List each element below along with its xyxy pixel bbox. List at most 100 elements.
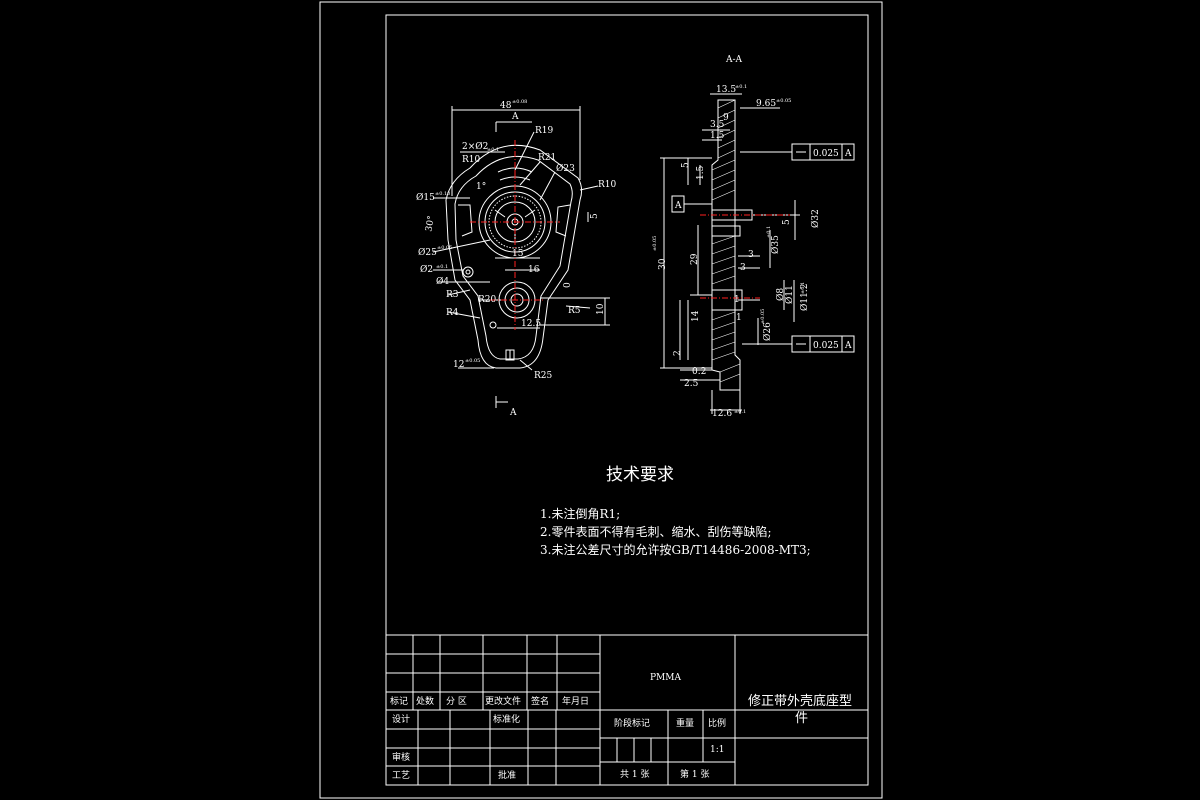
dim-d35: Ø35 — [770, 235, 781, 254]
dim-3a: 3 — [748, 250, 754, 260]
tol-value-2: 0.025 — [813, 341, 839, 351]
dim-d15-tol: ±0.10 — [435, 191, 450, 197]
header-date: 年月日 — [562, 695, 589, 707]
dim-d26-tol: ±0.05 — [760, 309, 766, 324]
leader — [579, 185, 599, 191]
dim-d8: Ø8 — [775, 288, 786, 301]
front-inner-contour — [454, 155, 573, 360]
sheets-total: 共 1 张 — [620, 769, 649, 780]
dim-d5: 5 — [782, 219, 792, 225]
dim-1-5b: 1.5 — [696, 165, 706, 180]
header-change-doc: 更改文件 — [485, 695, 521, 707]
material: PMMA — [650, 673, 681, 683]
dim-r5: R5 — [568, 306, 581, 316]
section-centerlines — [700, 214, 790, 299]
datum-a: A — [674, 201, 682, 211]
dim-r25: R25 — [534, 371, 553, 381]
header-signature: 签名 — [531, 695, 549, 707]
front-view-labels: 48 ±0.08 A R19 2×Ø2 ±0.1 R10 R21 Ø23 R10… — [416, 99, 617, 418]
spoke — [524, 209, 536, 218]
dim-width-tol: ±0.08 — [512, 99, 527, 105]
leader — [514, 131, 535, 171]
dim-d2-tol: ±0.1 — [436, 264, 448, 270]
dim-3-5: 3.5 — [710, 120, 725, 130]
small-hole — [465, 269, 471, 275]
tol-datum-2: A — [844, 341, 852, 351]
label-stage: 阶段标记 — [614, 717, 650, 729]
front-centerlines — [470, 140, 560, 330]
dim-12: 12 — [453, 360, 464, 370]
dim-14: 14 — [691, 310, 701, 322]
requirement-item-1: 1.未注倒角R1; — [540, 506, 620, 521]
dim-9-65-tol: ±0.05 — [776, 98, 791, 104]
small-hole — [462, 266, 474, 278]
dim-0-2: 0.2 — [692, 367, 706, 377]
dim-d32: Ø32 — [810, 209, 821, 228]
inner-frame — [385, 14, 869, 786]
dim-r21: R21 — [538, 153, 556, 163]
header-mark: 标记 — [390, 695, 408, 707]
label-approve: 批准 — [498, 769, 516, 781]
dim-d11-2: Ø11.2 — [799, 284, 810, 311]
dim-1-5: 1.5 — [710, 131, 725, 141]
label-design: 设计 — [392, 713, 410, 725]
dim-13-5: 13.5 — [716, 85, 736, 95]
section-mark-bottom: A — [509, 408, 517, 418]
sheet-number: 第 1 张 — [680, 768, 709, 780]
dim-9: 9 — [723, 113, 729, 123]
dim-r10a: R10 — [462, 155, 481, 165]
dim-d15: Ø15 — [416, 192, 435, 203]
requirement-item-2: 2.零件表面不得有毛刺、缩水、刮伤等缺陷; — [540, 524, 772, 539]
leader — [447, 289, 471, 296]
part-name-line1: 修正带外壳底座型 — [748, 693, 852, 709]
dim-angle: 1° — [476, 182, 486, 192]
label-process: 工艺 — [392, 770, 410, 781]
leader — [447, 311, 481, 319]
section-mark-top: A — [511, 112, 519, 122]
dim-12-6-tol: ±0.1 — [734, 409, 746, 415]
dim-12-tol: ±0.05 — [465, 358, 480, 364]
spoke — [494, 209, 506, 218]
dim-d35-tol: ±0.1 — [766, 226, 772, 238]
title-block — [386, 634, 868, 785]
tol-value-1: 0.025 — [813, 149, 839, 159]
dim-12-6: 12.6 — [712, 409, 732, 419]
scale-value: 1:1 — [710, 745, 724, 755]
requirements-title: 技术要求 — [606, 465, 674, 485]
dim-1a: 1 — [734, 295, 740, 305]
label-standard: 标准化 — [493, 713, 520, 725]
dim-d2: Ø2 — [420, 264, 433, 275]
dim-29: 29 — [690, 253, 700, 265]
header-zone: 分 区 — [446, 696, 467, 707]
dim-holes-tol: ±0.1 — [487, 147, 499, 153]
tol-datum-1: A — [844, 149, 852, 159]
dim-3b: 3 — [740, 263, 746, 273]
section-body — [711, 99, 741, 391]
outer-border — [319, 1, 883, 799]
dim-2: 2 — [673, 350, 683, 356]
dim-d25: Ø25 — [418, 247, 437, 258]
part-name-line2: 件 — [795, 711, 808, 726]
dim-13-5-tol: ±0.1 — [735, 84, 747, 90]
leader — [432, 239, 491, 253]
dim-width: 48 — [500, 101, 512, 111]
section-label: A-A — [725, 55, 743, 65]
dim-r20: R20 — [478, 295, 497, 305]
dim-10: 10 — [596, 303, 606, 315]
dim-r3: R3 — [446, 290, 459, 300]
small-hole — [489, 321, 497, 329]
dim-2-5: 2.5 — [684, 379, 699, 389]
dim-d11: Ø11 — [784, 285, 795, 304]
left-notch — [458, 204, 473, 237]
dim-30: 30 — [658, 258, 668, 270]
header-count: 处数 — [416, 695, 434, 707]
dim-15: 15 — [512, 249, 524, 259]
dim-d26: Ø26 — [762, 322, 773, 341]
dim-30-tol: ±0.05 — [652, 236, 658, 251]
dim-1b: 1 — [736, 313, 742, 323]
dim-d4: Ø4 — [436, 276, 449, 287]
leader — [539, 171, 556, 201]
dim-r19: R19 — [535, 126, 554, 136]
dim-0: 0 — [563, 282, 573, 288]
